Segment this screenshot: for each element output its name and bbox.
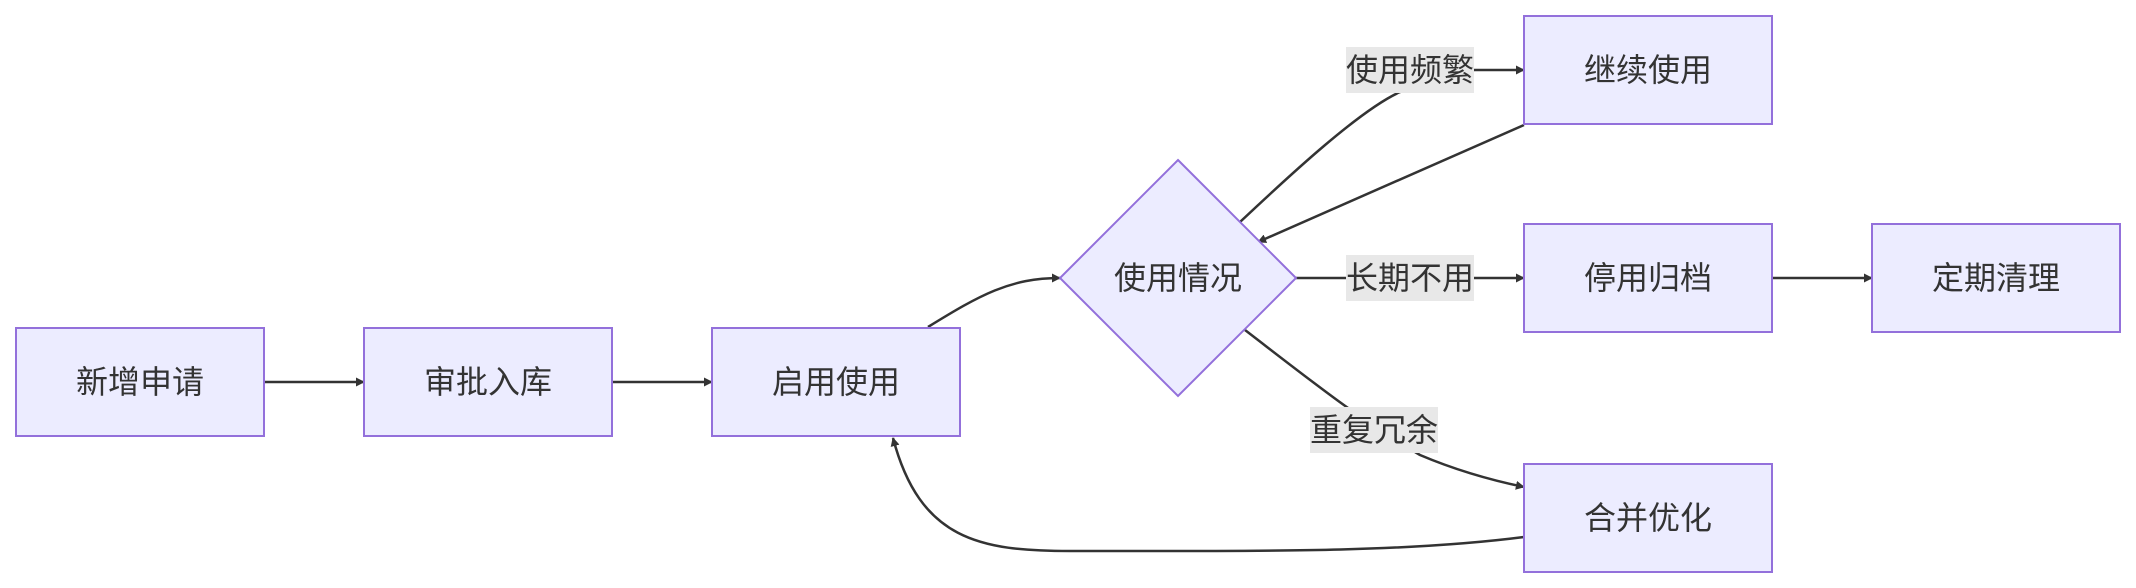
edge-label-bg-frequent (1346, 47, 1474, 93)
edge-labels: 使用频繁 长期不用 重复冗余 (1310, 47, 1474, 453)
node-regular-cleanup-box (1871, 223, 2121, 333)
node-usage-status: 使用情况 (1058, 158, 1298, 398)
node-enable-use-label: 启用使用 (772, 363, 900, 401)
node-regular-cleanup: 定期清理 (1871, 223, 2121, 333)
node-merge-optimize: 合并优化 (1523, 463, 1773, 573)
node-new-request: 新增申请 (15, 327, 265, 437)
node-usage-status-diamond (1058, 158, 1298, 398)
edge-label-bg-long-unused (1346, 255, 1474, 301)
node-disable-archive-label: 停用归档 (1584, 259, 1712, 297)
node-new-request-label: 新增申请 (76, 363, 204, 401)
edge-merge-to-enable (890, 437, 1525, 553)
edge-continue-to-usage (1257, 123, 1525, 244)
node-merge-optimize-box (1523, 463, 1773, 573)
edge-label-long-unused: 长期不用 (1346, 259, 1474, 297)
node-continue-use: 继续使用 (1523, 15, 1773, 125)
node-continue-use-box (1523, 15, 1773, 125)
node-enable-use-box (711, 327, 961, 437)
node-new-request-box (15, 327, 265, 437)
edge-enable-to-usage (927, 273, 1061, 329)
edge-label-frequent-use: 使用频繁 (1346, 51, 1474, 89)
node-enable-use: 启用使用 (711, 327, 961, 437)
node-approve-store-box (363, 327, 613, 437)
node-continue-use-label: 继续使用 (1584, 51, 1712, 89)
node-disable-archive-box (1523, 223, 1773, 333)
edge-label-duplicate-redundant: 重复冗余 (1310, 411, 1438, 449)
edge-label-bg-duplicate (1310, 407, 1438, 453)
node-regular-cleanup-label: 定期清理 (1932, 259, 2060, 297)
node-disable-archive: 停用归档 (1523, 223, 1773, 333)
node-merge-optimize-label: 合并优化 (1584, 499, 1712, 537)
node-approve-store: 审批入库 (363, 327, 613, 437)
node-usage-status-label: 使用情况 (1114, 259, 1242, 297)
node-approve-store-label: 审批入库 (424, 363, 552, 401)
